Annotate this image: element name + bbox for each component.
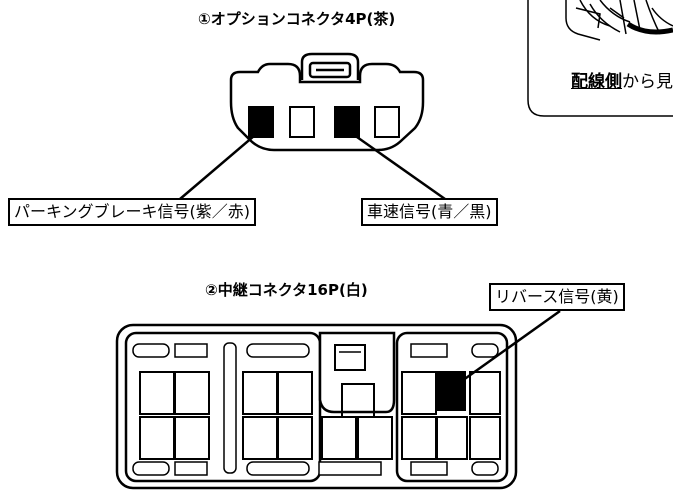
pin-16p-top-6 <box>436 371 466 411</box>
connector-4p-pins <box>248 106 400 138</box>
wiring-side-note: 配線側から見 <box>571 67 673 92</box>
parking-brake-label: パーキングブレーキ信号(紫／赤) <box>8 198 257 226</box>
wiring-side-rest: から見 <box>622 72 673 92</box>
pin-16p-top-7 <box>469 371 501 415</box>
connector-16p-vertical-slot <box>223 342 237 474</box>
pin-16p-bottom-1 <box>139 416 175 460</box>
harness-wire-dark <box>626 21 673 35</box>
pin-16p-bottom-4 <box>277 416 313 460</box>
pin-16p-bottom-8 <box>436 416 468 460</box>
pin-16p-bottom-6 <box>357 416 393 460</box>
wiring-side-callout <box>527 0 673 117</box>
connector-16p-rails <box>132 343 499 476</box>
pin-4p-3 <box>334 106 360 138</box>
leader-parking-brake <box>179 129 262 200</box>
pin-16p-top-1 <box>139 371 175 415</box>
pin-16p-bottom-7 <box>401 416 437 460</box>
pin-16p-top-4 <box>277 371 313 415</box>
pin-16p-top-5 <box>401 371 437 415</box>
pin-4p-1 <box>248 106 274 138</box>
leader-vehicle-speed <box>346 128 446 201</box>
harness-photo <box>565 0 673 41</box>
pin-16p-bottom-2 <box>174 416 210 460</box>
connector-4p-title: ①オプションコネクタ4P(茶) <box>198 10 396 28</box>
reverse-label: リバース信号(黄) <box>489 283 625 311</box>
pin-16p-bottom-3 <box>242 416 278 460</box>
wiring-side-emphasis: 配線側 <box>571 72 622 92</box>
connector-16p-title: ②中継コネクタ16P(白) <box>205 281 368 299</box>
pin-16p-bottom-5 <box>321 416 357 460</box>
vehicle-speed-label: 車速信号(青／黒) <box>361 198 498 226</box>
pin-4p-2 <box>289 106 315 138</box>
connector-16p-pins-top <box>139 371 501 415</box>
leader-reverse <box>451 309 561 390</box>
pin-16p-top-3 <box>242 371 278 415</box>
connector-16p-pins-bottom <box>139 416 501 460</box>
pin-16p-bottom-9 <box>469 416 501 460</box>
pin-16p-top-2 <box>174 371 210 415</box>
pin-4p-4 <box>374 106 400 138</box>
